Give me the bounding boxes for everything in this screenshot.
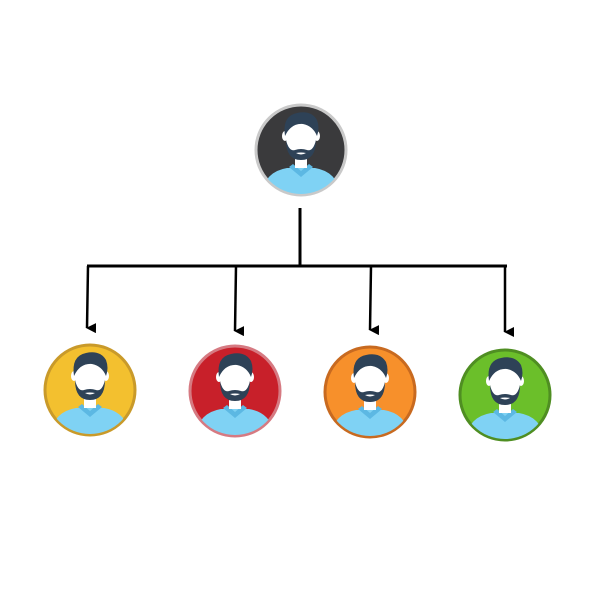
avatar-team-member-3 xyxy=(323,345,417,439)
avatar-team-member-1 xyxy=(43,343,137,437)
arrow-2 xyxy=(233,265,245,337)
avatar-team-member-4 xyxy=(458,348,552,442)
avatar-team-member-2 xyxy=(188,344,282,438)
arrow-3 xyxy=(368,265,380,336)
arrow-1 xyxy=(85,265,97,334)
connector-lines xyxy=(85,208,514,337)
avatar-nodes xyxy=(43,103,552,442)
avatar-manager xyxy=(254,103,348,197)
person-avatar-icon xyxy=(261,112,341,194)
